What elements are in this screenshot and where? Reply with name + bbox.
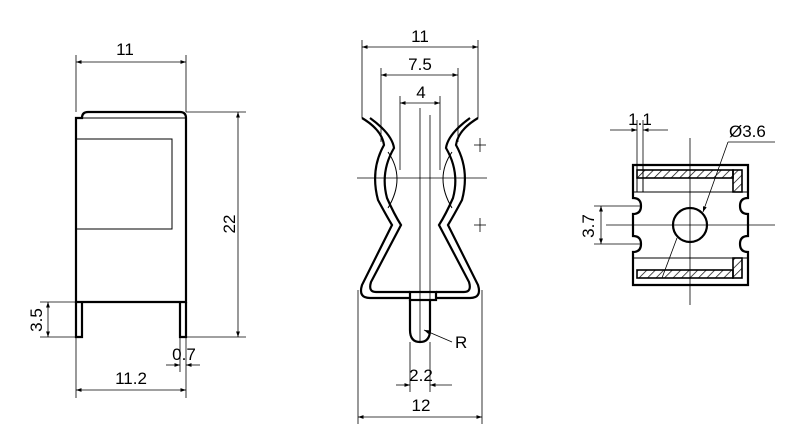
leader-line bbox=[423, 329, 453, 343]
center-hole bbox=[671, 206, 709, 244]
dim-front-height: 22 bbox=[220, 215, 239, 234]
dim-side-width-top: 11 bbox=[411, 27, 429, 46]
dim-bottom-hole-diameter: Ø3.6 bbox=[729, 122, 766, 141]
hatch-top-right bbox=[732, 169, 743, 193]
side-right-arm bbox=[436, 117, 481, 300]
hatch-bottom bbox=[636, 269, 734, 279]
front-pin-left bbox=[74, 302, 84, 339]
dim-front-pin-height: 3.5 bbox=[27, 308, 46, 332]
dim-side-width-bottom: 12 bbox=[412, 396, 431, 415]
dim-bottom-notch-height: 3.7 bbox=[579, 214, 598, 238]
dim-front-pin-width: 0.7 bbox=[172, 345, 196, 364]
leader-line bbox=[702, 141, 729, 213]
dim-bottom-slot-width: 1.1 bbox=[628, 110, 652, 129]
bottom-view: 1.1 Ø3.6 3.7 bbox=[579, 110, 775, 305]
side-left-bulge bbox=[387, 151, 398, 209]
front-pin-right bbox=[178, 302, 188, 339]
side-left-arm bbox=[359, 117, 410, 300]
side-base bbox=[408, 290, 438, 302]
hatch-bottom-right bbox=[732, 257, 743, 279]
front-body-outline bbox=[74, 110, 188, 304]
hatch-top bbox=[636, 169, 734, 179]
front-window bbox=[75, 138, 173, 230]
front-view: 11 22 3.5 0.7 11.2 bbox=[27, 40, 246, 398]
leader-line bbox=[661, 237, 678, 279]
dim-front-width-bottom: 11.2 bbox=[115, 369, 147, 388]
dim-side-pin-gap: 2.2 bbox=[409, 366, 433, 385]
dim-side-radius: R bbox=[455, 333, 467, 352]
dim-front-width-top: 11 bbox=[116, 40, 134, 59]
dim-side-gap: 4 bbox=[416, 83, 425, 102]
side-pin bbox=[408, 300, 432, 344]
dim-side-inner-width: 7.5 bbox=[408, 55, 432, 74]
bottom-outline bbox=[631, 163, 750, 287]
side-right-bulge bbox=[442, 151, 453, 209]
side-view: R 11 7.5 4 2.2 12 bbox=[357, 27, 487, 424]
